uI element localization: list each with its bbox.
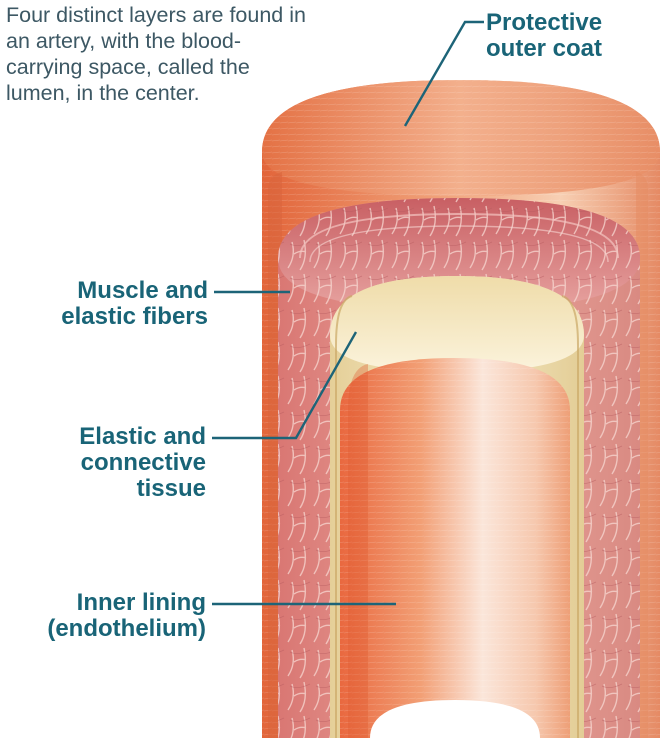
label-line: (endothelium) (40, 616, 206, 642)
label-muscle-and-elastic-fibers: Muscle and elastic fibers (40, 278, 208, 330)
label-line: Inner lining (40, 590, 206, 616)
label-line: Muscle and (40, 278, 208, 304)
label-inner-lining: Inner lining (endothelium) (40, 590, 206, 642)
label-line: Elastic and (40, 424, 206, 450)
label-line: Protective (486, 10, 602, 36)
inner-lining-layer (340, 358, 570, 738)
label-line: outer coat (486, 36, 602, 62)
intro-text: Four distinct layers are found in an art… (6, 2, 306, 106)
label-line: connective (40, 450, 206, 476)
label-line: elastic fibers (40, 304, 208, 330)
label-protective-outer-coat: Protective outer coat (486, 10, 602, 62)
label-elastic-and-connective-tissue: Elastic and connective tissue (40, 424, 206, 502)
label-line: tissue (40, 476, 206, 502)
